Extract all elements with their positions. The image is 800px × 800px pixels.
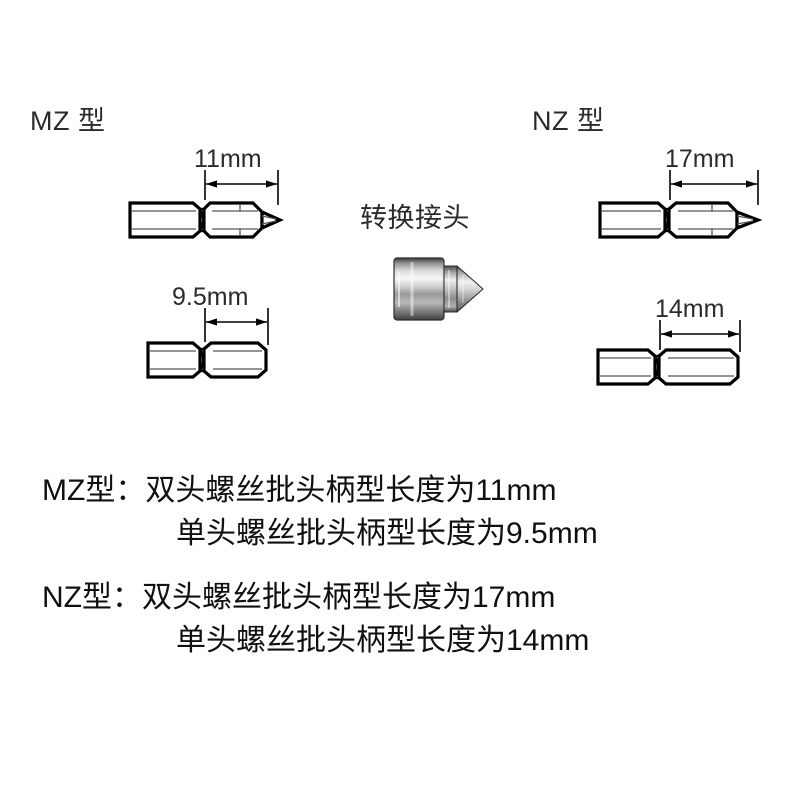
dimension-label-mz-single: 9.5mm <box>172 283 249 311</box>
section-label-mz: MZ 型 <box>30 106 106 136</box>
description-block: MZ型：双头螺丝批头柄型长度为11mm 单头螺丝批头柄型长度为9.5mm NZ型… <box>0 470 800 684</box>
description-nz-prefix: NZ型： <box>42 581 142 615</box>
nz-double-head-bit-drawing <box>598 170 763 239</box>
dimension-label-nz-single: 14mm <box>655 295 725 323</box>
mz-double-head-bit-drawing <box>128 170 284 239</box>
description-nz-line-1: NZ型：双头螺丝批头柄型长度为17mm <box>0 577 800 620</box>
description-mz-line-1: MZ型：双头螺丝批头柄型长度为11mm <box>0 470 800 513</box>
description-nz-body-1: 双头螺丝批头柄型长度为17mm <box>142 581 556 615</box>
description-mz-line-2: 单头螺丝批头柄型长度为9.5mm <box>176 516 598 550</box>
dimension-label-nz-double: 17mm <box>665 145 735 173</box>
conversion-adapter-drawing <box>393 257 484 321</box>
mz-single-head-bit-drawing <box>146 308 269 379</box>
description-mz-prefix: MZ型： <box>42 474 146 507</box>
adapter-caption: 转换接头 <box>360 203 470 233</box>
nz-single-head-bit-drawing <box>596 320 741 386</box>
description-nz-line-2: 单头螺丝批头柄型长度为14mm <box>176 623 590 657</box>
description-mz-body-1: 双头螺丝批头柄型长度为11mm <box>145 474 557 507</box>
section-label-nz: NZ 型 <box>532 106 605 136</box>
description-group-mz: MZ型：双头螺丝批头柄型长度为11mm 单头螺丝批头柄型长度为9.5mm <box>0 470 800 555</box>
dimension-label-mz-double: 11mm <box>194 145 262 173</box>
description-group-nz: NZ型：双头螺丝批头柄型长度为17mm 单头螺丝批头柄型长度为14mm <box>0 577 800 662</box>
